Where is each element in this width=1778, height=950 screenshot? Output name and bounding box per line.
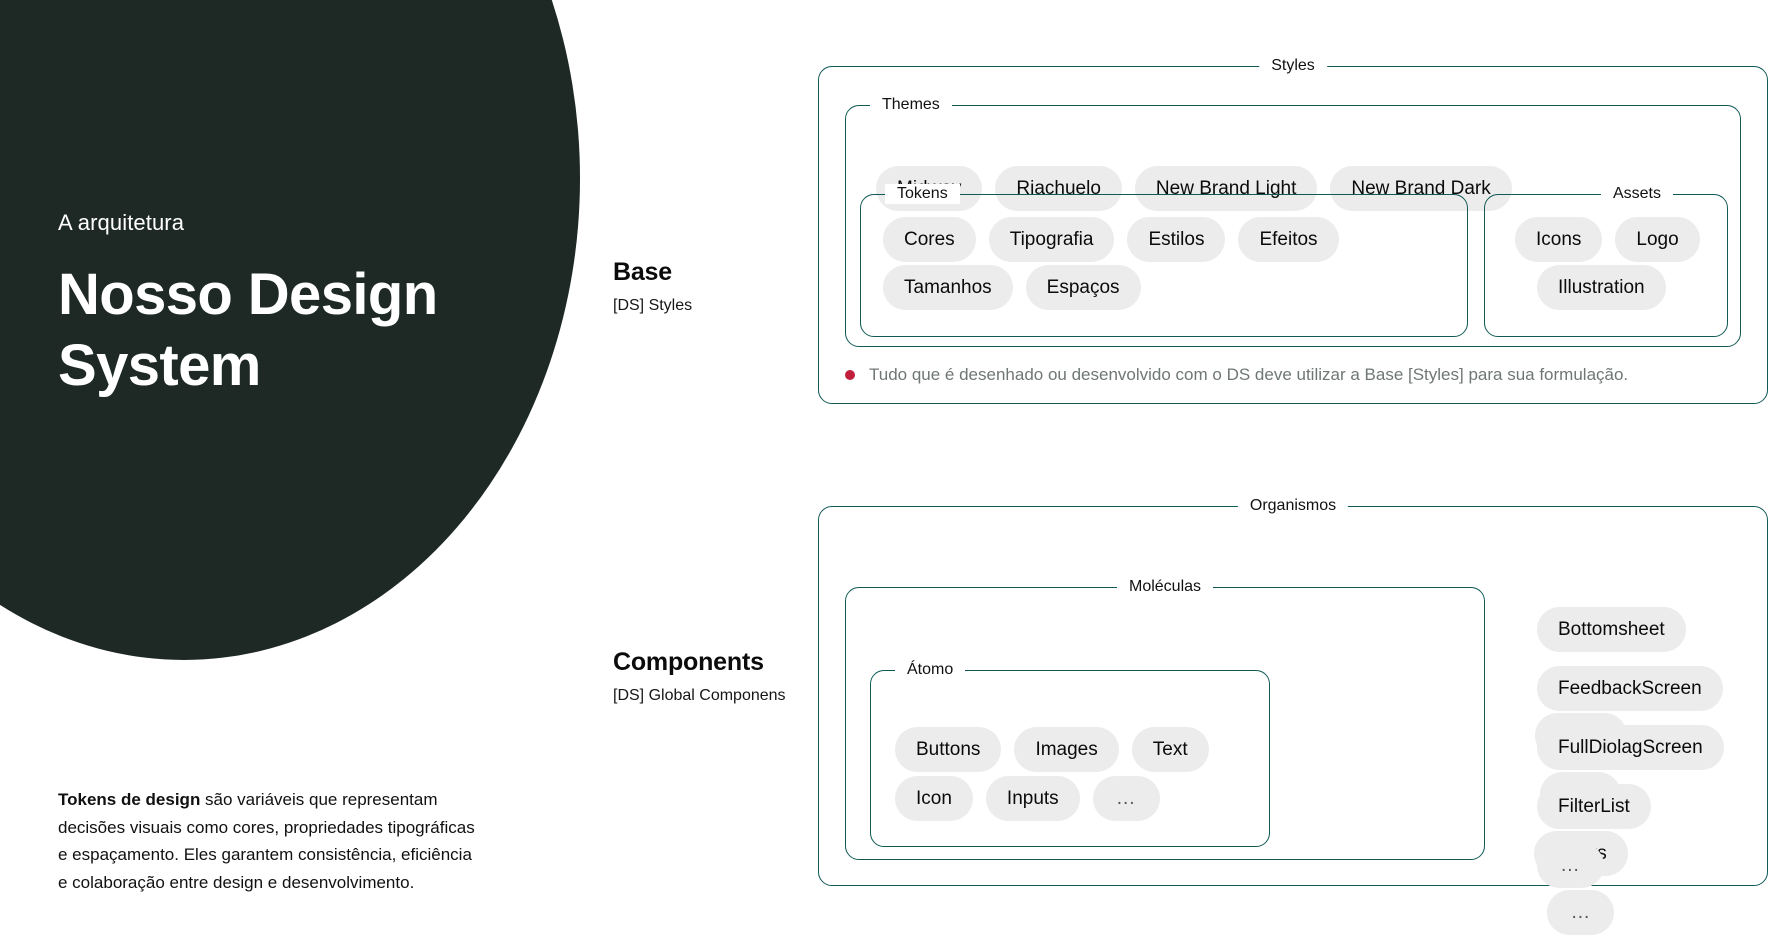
section-label-base: Base [DS] Styles [613,258,843,315]
panel-legend-tokens: Tokens [885,184,960,204]
pill-icons[interactable]: Icons [1515,217,1603,262]
section-subtitle-components: [DS] Global Componens [613,687,786,704]
panel-legend-organismos: Organismos [1237,496,1349,516]
section-title-components: Components [613,648,764,676]
atomo-pill-row-2: Icon Inputs ... [895,776,1160,821]
tokens-pill-row-1: Cores Tipografia Estilos Efeitos [883,217,1339,262]
panel-atomo: Átomo Buttons Images Text Icon Inputs ..… [870,660,1270,847]
panel-legend-styles: Styles [1259,56,1327,76]
pill-tipografia[interactable]: Tipografia [988,217,1115,262]
hero-text-block: A arquitetura Nosso Design System [58,210,488,402]
section-subtitle-base: [DS] Styles [613,297,693,314]
organismos-pill-column: Bottomsheet FeedbackScreen FullDiolagScr… [1537,607,1724,888]
panel-assets: Assets Icons Logo Illustration [1484,184,1728,337]
panel-legend-atomo: Átomo [895,660,966,680]
section-label-components: Components [DS] Global Componens [613,648,843,705]
tokens-description-paragraph: Tokens de design são variáveis que repre… [58,786,478,896]
styles-note: Tudo que é desenhado ou desenvolvido com… [845,365,1628,385]
pill-new-brand-dark[interactable]: New Brand Dark [1330,166,1512,211]
panel-styles: Styles Themes Midway Riachuelo New Brand… [818,56,1768,404]
pill-text[interactable]: Text [1131,727,1209,772]
pill-illustration[interactable]: Illustration [1537,265,1666,310]
tokens-description-bold: Tokens de design [58,790,201,809]
section-title-base: Base [613,258,672,286]
pill-fulldiolagscreen[interactable]: FullDiolagScreen [1537,725,1724,770]
panel-organismos: Organismos Moléculas Átomo Buttons Image… [818,496,1768,935]
pill-riachuelo[interactable]: Riachuelo [995,166,1122,211]
pill-icon[interactable]: Icon [895,776,973,821]
pill-inputs[interactable]: Inputs [985,776,1080,821]
pill-bottomsheet[interactable]: Bottomsheet [1537,607,1686,652]
panel-legend-moleculas: Moléculas [1116,577,1214,597]
pill-estilos[interactable]: Estilos [1127,217,1226,262]
pill-new-brand-light[interactable]: New Brand Light [1134,166,1318,211]
atomo-pill-row-1: Buttons Images Text [895,727,1209,772]
tokens-description-rest: são variáveis que representam decisões v… [58,790,475,892]
assets-pill-row-1: Icons Logo [1515,217,1700,262]
tokens-pill-row-2: Tamanhos Espaços [883,265,1141,310]
hero-title-line-2: System [58,332,261,398]
pill-filterlist[interactable]: FilterList [1537,784,1651,829]
pill-cores[interactable]: Cores [883,217,976,262]
panel-themes: Themes Midway Riachuelo New Brand Light … [845,95,1741,347]
panel-tokens: Tokens Cores Tipografia Estilos Efeitos … [860,184,1468,337]
pill-buttons[interactable]: Buttons [895,727,1002,772]
pill-logo[interactable]: Logo [1615,217,1700,262]
pill-tamanhos[interactable]: Tamanhos [883,265,1013,310]
pill-atomo-more[interactable]: ... [1092,776,1160,821]
pill-moleculas-more[interactable]: ... [1547,890,1615,935]
pill-organismos-more[interactable]: ... [1537,843,1604,888]
panel-legend-assets: Assets [1600,184,1673,204]
hero-title-line-1: Nosso Design [58,262,438,327]
bullet-icon [845,370,855,380]
hero-title: Nosso Design System [58,260,488,402]
pill-feedbackscreen[interactable]: FeedbackScreen [1537,666,1723,711]
pill-efeitos[interactable]: Efeitos [1238,217,1339,262]
pill-espacos[interactable]: Espaços [1025,265,1141,310]
assets-pill-row-2: Illustration [1537,265,1666,310]
pill-images[interactable]: Images [1014,727,1119,772]
hero-eyebrow: A arquitetura [58,210,185,235]
styles-note-text: Tudo que é desenhado ou desenvolvido com… [869,365,1629,384]
panel-moleculas: Moléculas Átomo Buttons Images Text Icon… [845,577,1628,935]
panel-legend-themes: Themes [870,95,952,115]
